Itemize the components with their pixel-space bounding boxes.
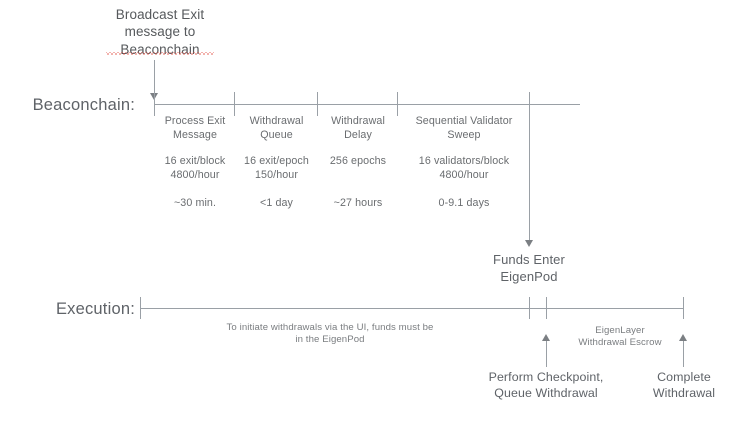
spellcheck-squiggle-beaconchain	[106, 52, 214, 55]
funds-enter-arrow-head	[525, 240, 533, 247]
beaconchain-tick-4	[529, 92, 530, 116]
phase-duration-3: 0-9.1 days	[438, 197, 490, 209]
escrow-note: EigenLayer Withdrawal Escrow	[578, 325, 662, 349]
execution-tick-checkpoint	[546, 297, 547, 319]
phase-duration-1: <1 day	[260, 197, 293, 209]
lane-label-beaconchain: Beaconchain:	[32, 96, 135, 114]
phase-duration-0: ~30 min.	[173, 197, 217, 209]
execution-tick-complete	[683, 297, 684, 319]
phase-name-0: Process Exit Message	[164, 115, 226, 141]
execution-tick-start	[140, 297, 141, 319]
lane-label-execution: Execution:	[55, 300, 135, 318]
execution-timeline	[140, 308, 683, 309]
phase-rate-3: 16 validators/block 4800/hour	[418, 155, 510, 181]
execution-ui-note: To initiate withdrawals via the UI, fund…	[226, 322, 434, 346]
complete-arrow-head	[679, 334, 687, 341]
funds-enter-arrow-shaft	[529, 116, 530, 243]
execution-tick-funds-arrive	[529, 297, 530, 319]
phase-duration-2: ~27 hours	[333, 197, 383, 209]
broadcast-exit-note: Broadcast Exit message to Beaconchain	[115, 7, 205, 57]
phase-rate-0: 16 exit/block 4800/hour	[164, 155, 226, 181]
checkpoint-arrow-head	[542, 334, 550, 341]
phase-name-2: Withdrawal Delay	[331, 115, 385, 141]
beaconchain-tick-0	[154, 92, 155, 116]
broadcast-arrow-shaft	[154, 60, 155, 95]
beaconchain-tick-1	[234, 92, 235, 116]
phase-name-3: Sequential Validator Sweep	[415, 115, 513, 141]
phase-rate-2: 256 epochs	[329, 155, 387, 167]
complete-arrow-shaft	[683, 340, 684, 367]
execution-event-checkpoint: Perform Checkpoint, Queue Withdrawal	[488, 370, 604, 400]
beaconchain-tick-3	[397, 92, 398, 116]
beaconchain-tick-2	[317, 92, 318, 116]
checkpoint-arrow-shaft	[546, 340, 547, 367]
phase-rate-1: 16 exit/epoch 150/hour	[244, 155, 309, 181]
funds-enter-eigenpod-note: Funds Enter EigenPod	[493, 252, 565, 284]
phase-name-1: Withdrawal Queue	[249, 115, 304, 141]
execution-event-complete: Complete Withdrawal	[652, 370, 716, 400]
beaconchain-timeline	[154, 104, 580, 105]
